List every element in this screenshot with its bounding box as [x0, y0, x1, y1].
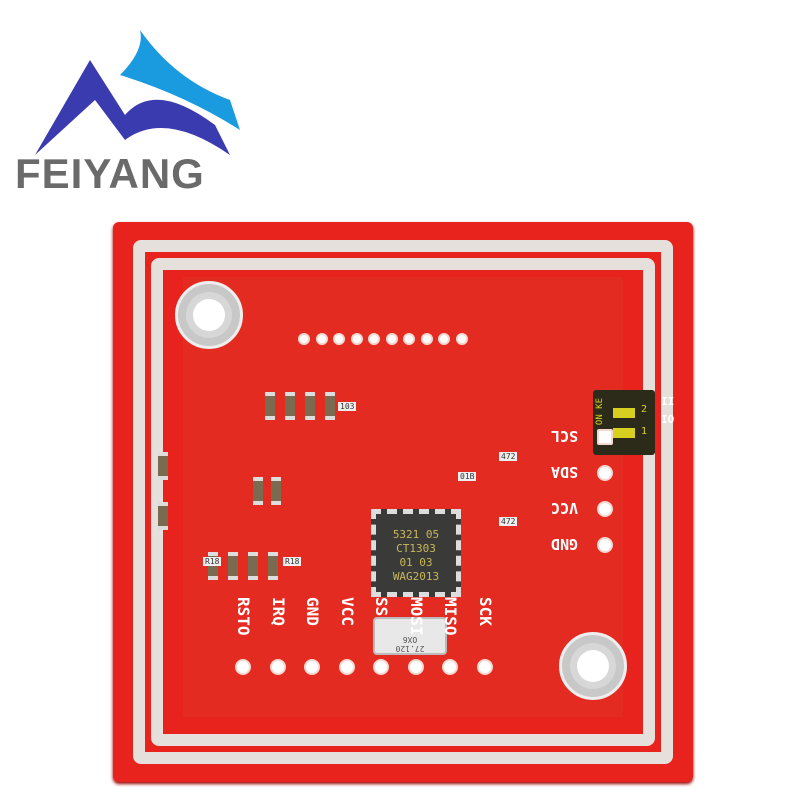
pin-label-gnd: GND — [551, 535, 579, 553]
pin-pad-vcc[interactable] — [338, 659, 355, 675]
pin-pad-gnd[interactable] — [304, 659, 320, 675]
test-pad — [333, 333, 345, 345]
dip-side-label: IO — [661, 413, 675, 426]
feiyang-logo-mark — [35, 30, 240, 155]
component-marking: 472 — [499, 517, 518, 526]
antenna-trace-outer — [133, 240, 673, 764]
chip-marking: 5321 05 — [392, 528, 440, 541]
pin-label-vcc: VCC — [337, 597, 357, 626]
dip-position: 2 — [641, 404, 648, 415]
pn532-chip: 5321 05 CT1303 01 03 WAG2013 — [371, 509, 461, 597]
pin-pad-vcc[interactable] — [597, 501, 613, 517]
pin-label-gnd: GND — [303, 597, 322, 626]
mounting-hole — [559, 632, 627, 700]
chip-marking: CT1303 — [396, 542, 436, 555]
dip-label: ON KE — [595, 398, 605, 426]
test-pad — [455, 333, 468, 345]
pin-label-scl: SCL — [551, 427, 579, 445]
dip-switch-2[interactable] — [613, 428, 635, 438]
pin-label-irq: IRQ — [268, 597, 288, 626]
pn532-nfc-board: 5321 05 CT1303 01 03 WAG2013 27.120 OX6 … — [113, 222, 693, 782]
test-pad — [420, 333, 433, 345]
chip-marking: WAG2013 — [392, 570, 440, 583]
pin-label-ss: SS — [372, 597, 391, 617]
pin-pad-gnd[interactable] — [597, 537, 613, 553]
test-pad — [403, 333, 415, 345]
crystal-marking: 27.120 — [395, 644, 425, 653]
dip-switch[interactable]: ON KE 2 1 — [593, 390, 655, 455]
test-pad — [350, 333, 363, 345]
pin-pad-sck[interactable] — [476, 659, 493, 675]
test-pad — [385, 333, 398, 345]
component-marking: 472 — [499, 452, 518, 461]
pin-label-rsto: RSTO — [234, 597, 253, 636]
component-marking: 01B — [458, 472, 477, 481]
component-marking: R18 — [283, 557, 302, 566]
dip-switch-1[interactable] — [613, 408, 635, 418]
mounting-hole — [175, 281, 243, 349]
pin-pad-scl[interactable] — [597, 429, 613, 445]
test-pad — [298, 333, 310, 345]
antenna-trace-inner — [151, 258, 655, 746]
component-marking: 103 — [338, 402, 357, 411]
crystal-marking: OX6 — [402, 635, 418, 644]
pin-pad-miso[interactable] — [442, 659, 458, 675]
test-pad — [438, 333, 450, 345]
circuit-area: 5321 05 CT1303 01 03 WAG2013 27.120 OX6 … — [158, 277, 674, 717]
test-pad — [368, 333, 380, 345]
test-pad — [315, 333, 328, 345]
component-marking: R18 — [203, 557, 222, 566]
pin-pad-sda[interactable] — [597, 465, 613, 481]
dip-side-label: II — [661, 395, 675, 408]
pin-pad-irq[interactable] — [269, 659, 286, 675]
pin-label-vcc: VCC — [551, 499, 579, 517]
pin-pad-mosi[interactable] — [407, 659, 424, 675]
pin-pad-ss[interactable] — [373, 659, 389, 675]
chip-marking: 01 03 — [399, 556, 433, 569]
dip-position: 1 — [641, 426, 648, 437]
pin-label-mosi: MOSI — [406, 597, 426, 636]
pin-label-sck: SCK — [475, 597, 495, 626]
pin-label-miso: MISO — [441, 597, 460, 636]
pin-label-sda: SDA — [551, 463, 579, 481]
pin-pad-rsto[interactable] — [235, 659, 251, 675]
brand-logo-text: FEIYANG — [15, 150, 205, 197]
